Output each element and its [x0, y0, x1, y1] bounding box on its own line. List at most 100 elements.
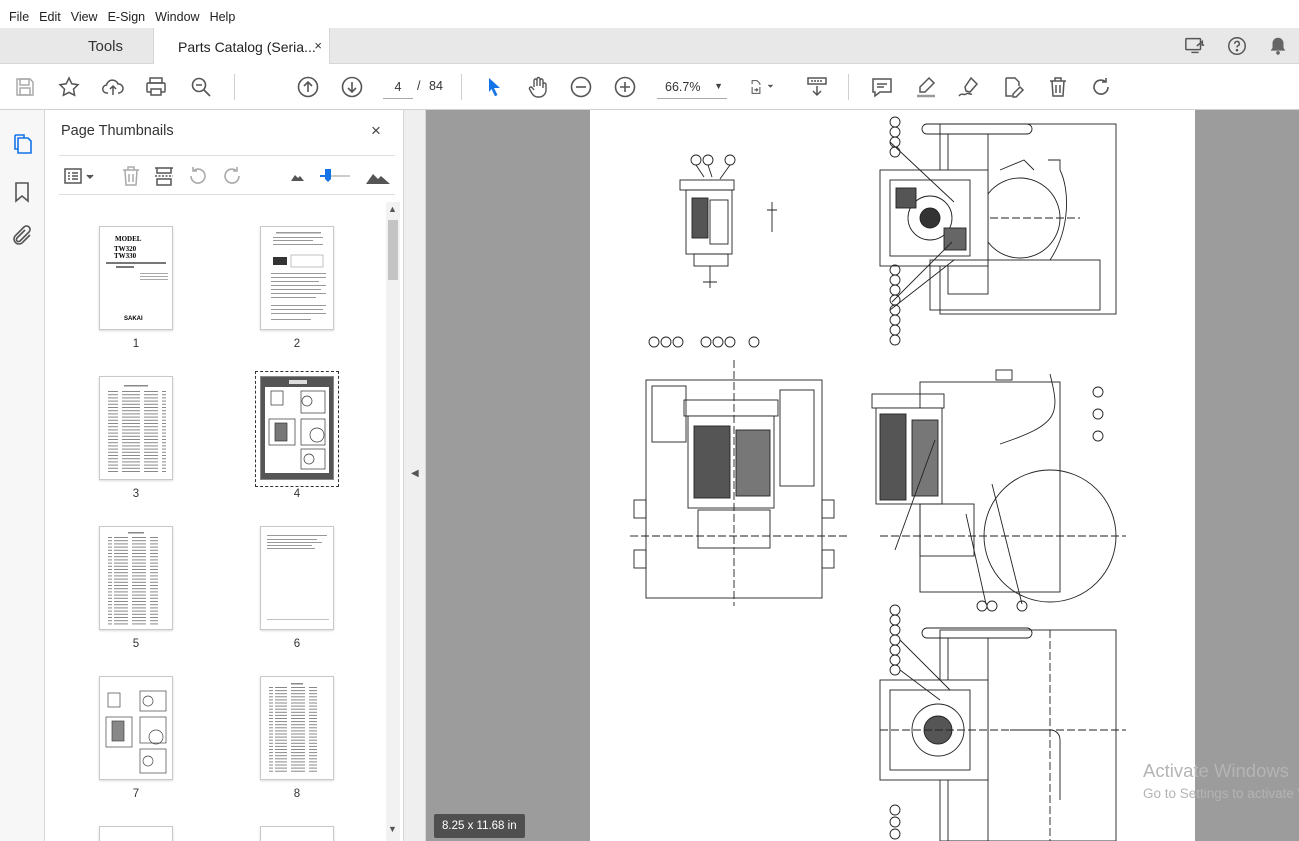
- hand-icon[interactable]: [526, 75, 550, 99]
- thumbnail-text-line: [114, 620, 128, 622]
- page-down-icon[interactable]: [340, 75, 364, 99]
- notification-bell-icon[interactable]: [1267, 35, 1289, 57]
- print-icon[interactable]: [144, 75, 168, 99]
- tab-tools-label: Tools: [87, 37, 124, 55]
- scrollbar-thumb[interactable]: [388, 220, 398, 280]
- thumbnail-text-line: [108, 464, 118, 466]
- scroll-mode-icon[interactable]: [805, 75, 829, 99]
- menu-help[interactable]: Help: [209, 10, 236, 24]
- upload-cloud-icon[interactable]: [101, 75, 125, 99]
- scroll-down-icon[interactable]: ▼: [388, 824, 397, 834]
- page-thumbnail-8[interactable]: [260, 676, 334, 780]
- scroll-up-icon[interactable]: ▲: [388, 204, 397, 214]
- page-thumbnail-7[interactable]: [99, 676, 173, 780]
- menu-file[interactable]: File: [9, 10, 30, 24]
- bookmark-icon[interactable]: [10, 180, 34, 204]
- page-thumbnail-2[interactable]: [260, 226, 334, 330]
- menu-view[interactable]: View: [70, 10, 98, 24]
- thumbnail-text-line: [108, 581, 112, 583]
- tab-close-icon[interactable]: ×: [314, 38, 322, 53]
- thumbnail-text-line: [309, 693, 317, 695]
- sign-icon[interactable]: [957, 75, 981, 99]
- comment-icon[interactable]: [870, 75, 894, 99]
- thumbnail-size-slider[interactable]: [314, 164, 358, 188]
- thumbnail-text-line: [291, 755, 305, 757]
- save-icon[interactable]: [13, 75, 37, 99]
- thumbnail-text-line: [114, 601, 128, 602]
- thumbnail-text-line: [309, 749, 317, 750]
- page-thumbnail-6[interactable]: [260, 526, 334, 630]
- thumbnail-text-line: [162, 464, 166, 466]
- select-arrow-icon[interactable]: [482, 75, 506, 99]
- thumbnail-text-line: [132, 620, 146, 622]
- share-screen-icon[interactable]: [1184, 35, 1206, 57]
- thumbnail-text-line: [269, 767, 273, 769]
- menu-edit[interactable]: Edit: [39, 10, 61, 24]
- panel-collapse-handle[interactable]: ◀: [403, 110, 426, 841]
- thumbnail-text-line: [108, 588, 112, 590]
- thumb-model-text: MODEL: [115, 235, 142, 243]
- page-number-input[interactable]: [383, 75, 413, 99]
- thumbnail-text-line: [144, 416, 158, 418]
- thumbnail-text-line: [275, 721, 287, 723]
- thumbnail-text-line: [291, 770, 305, 772]
- thumbnail-text-line: [269, 761, 273, 763]
- thumbnail-text-line: [108, 549, 112, 551]
- fit-page-icon[interactable]: [750, 75, 784, 99]
- tab-document[interactable]: Parts Catalog (Seria... ×: [153, 28, 330, 65]
- rotate-clockwise-icon[interactable]: [220, 164, 244, 188]
- thumbnail-scrollbar[interactable]: ▲ ▼: [386, 202, 400, 841]
- tab-tools[interactable]: Tools: [58, 28, 153, 64]
- zoom-search-icon[interactable]: [189, 75, 213, 99]
- bookmark-star-icon[interactable]: [57, 75, 81, 99]
- thumbnail-text-line: [114, 588, 128, 590]
- page-thumbnail-1[interactable]: MODEL TW320 TW330 SAKAI: [99, 226, 173, 330]
- page-thumbnail-9[interactable]: [99, 826, 173, 841]
- main-toolbar: / 84 66.7% ▼: [0, 64, 1299, 110]
- rotate-icon[interactable]: [1089, 75, 1113, 99]
- thumbnail-text-line: [269, 730, 273, 732]
- delete-page-icon[interactable]: [119, 164, 143, 188]
- thumbnail-text-line: [122, 467, 140, 469]
- menu-esign[interactable]: E-Sign: [107, 10, 146, 24]
- large-thumbnail-icon[interactable]: [364, 164, 392, 188]
- thumbnail-text-line: [309, 755, 317, 757]
- thumbnail-text-line: [144, 410, 158, 412]
- options-menu-icon[interactable]: [63, 164, 97, 188]
- collapse-left-icon: ◀: [411, 468, 419, 479]
- zoom-in-icon[interactable]: [613, 75, 637, 99]
- highlight-icon[interactable]: [914, 75, 938, 99]
- insert-page-icon[interactable]: [152, 164, 176, 188]
- page-thumbnail-10[interactable]: [260, 826, 334, 841]
- thumbnail-text-line: [291, 699, 305, 701]
- page-up-icon[interactable]: [296, 75, 320, 99]
- zoom-level-value: 66.7%: [665, 79, 701, 94]
- delete-icon[interactable]: [1046, 75, 1070, 99]
- thumbnail-text-line: [122, 442, 140, 444]
- thumbnail-text-line: [150, 604, 158, 606]
- thumbnail-text-line: [144, 435, 158, 437]
- zoom-level-select[interactable]: 66.7% ▼: [657, 75, 727, 99]
- page-separator: /: [417, 79, 421, 93]
- thumbnail-text-line: [275, 724, 287, 726]
- rotate-counterclockwise-icon[interactable]: [186, 164, 210, 188]
- edit-pdf-icon[interactable]: [1001, 75, 1025, 99]
- page-thumbnails-icon[interactable]: [10, 132, 34, 156]
- thumbnail-text-line: [144, 391, 158, 392]
- page-total: 84: [429, 79, 443, 93]
- page-thumbnail-5[interactable]: [99, 526, 173, 630]
- attachment-icon[interactable]: [10, 224, 34, 248]
- zoom-out-icon[interactable]: [569, 75, 593, 99]
- document-viewer[interactable]: 8.25 x 11.68 in Activate Windows Go to S…: [426, 110, 1299, 841]
- thumbnail-text-line: [132, 610, 146, 612]
- thumbnail-text-line: [269, 714, 273, 716]
- menu-window[interactable]: Window: [155, 10, 200, 24]
- thumbnail-text-line: [132, 575, 146, 577]
- thumbnail-text-line: [150, 540, 158, 542]
- page-thumbnail-3[interactable]: [99, 376, 173, 480]
- thumbnail-text-line: [144, 442, 158, 444]
- small-thumbnail-icon[interactable]: [286, 164, 310, 188]
- close-icon[interactable]: ×: [371, 121, 381, 140]
- help-icon[interactable]: [1226, 35, 1248, 57]
- page-thumbnail-4-selected[interactable]: [255, 371, 339, 487]
